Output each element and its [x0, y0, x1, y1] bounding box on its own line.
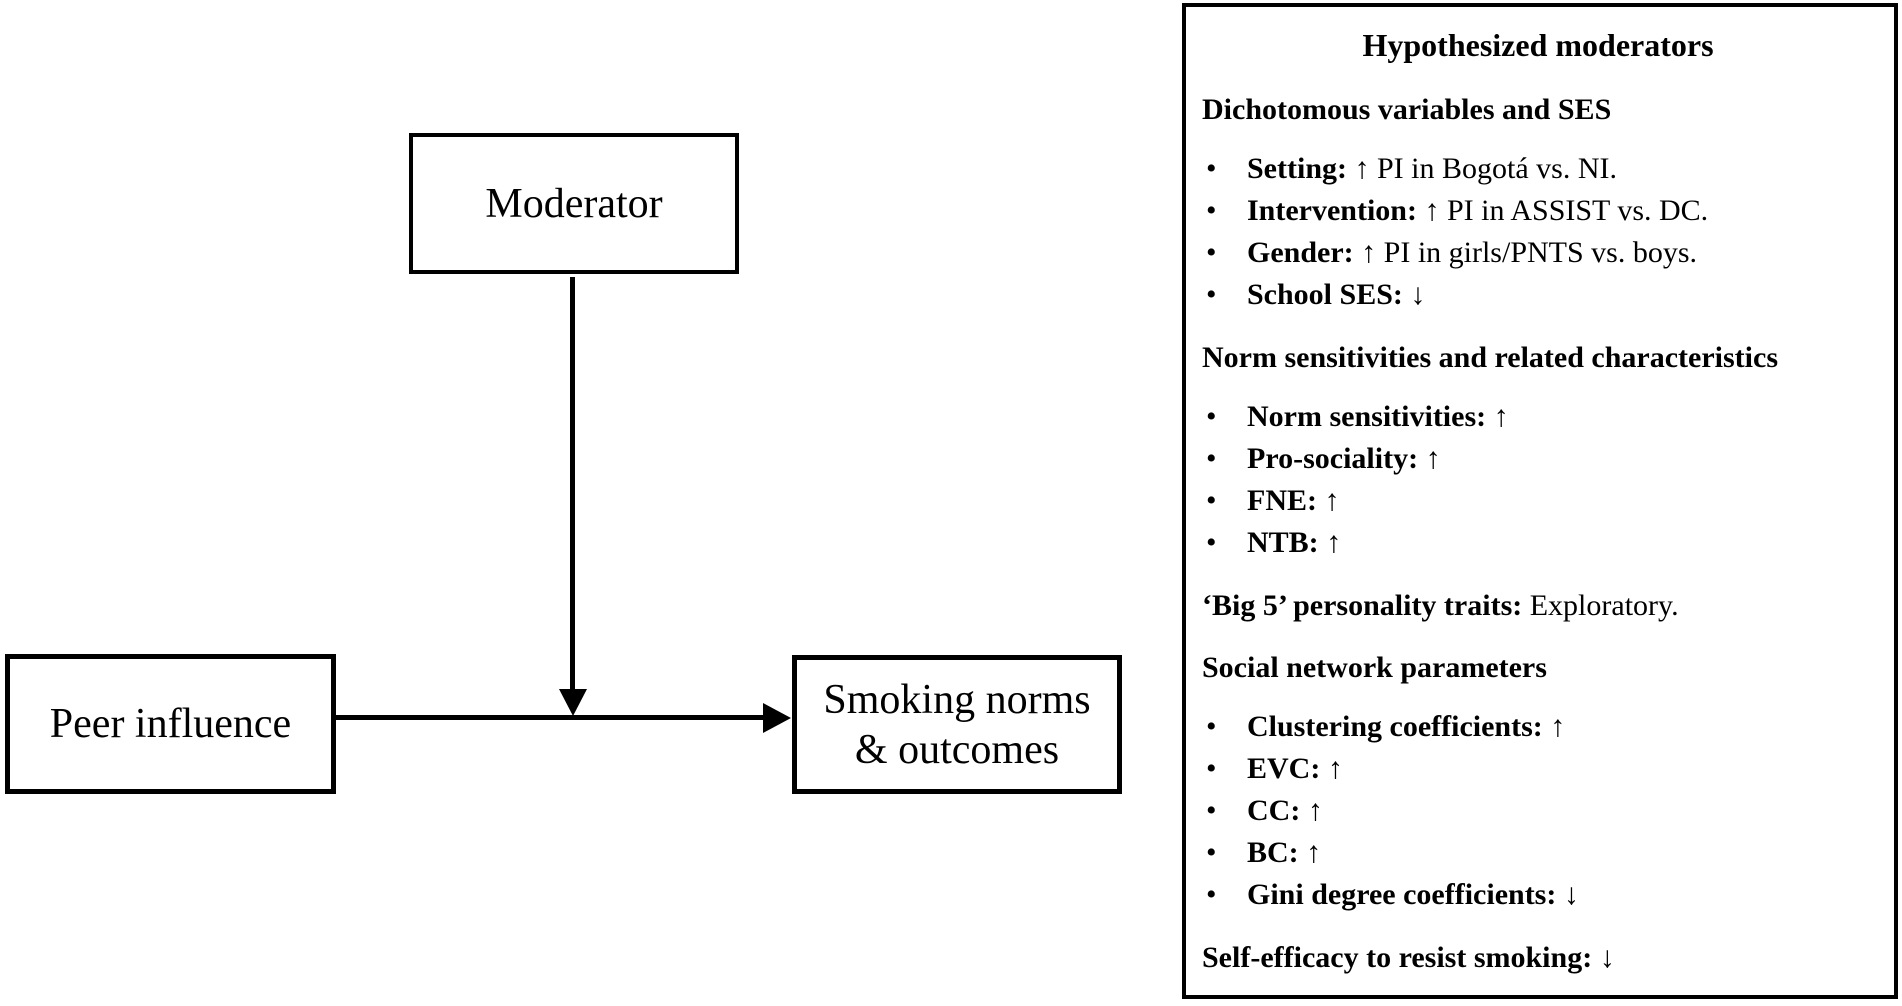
panel-title: Hypothesized moderators: [1362, 27, 1714, 63]
moderator-arrow-line: [570, 277, 575, 690]
bullet-icon: •: [1206, 752, 1217, 785]
peer-to-outcomes-arrow-line: [336, 715, 764, 720]
note-line: Self-efficacy to resist smoking: ↓: [1202, 941, 1615, 974]
outcomes-label-line2: & outcomes: [854, 726, 1060, 773]
bullet-item: • School SES: ↓: [1202, 275, 1874, 315]
bullet-label: FNE:: [1247, 484, 1317, 517]
bullet-item: • Gender: ↑ PI in girls/PNTS vs. boys.: [1202, 233, 1874, 273]
bullet-text: CC: ↑: [1247, 794, 1323, 827]
bullet-text: Norm sensitivities: ↑: [1247, 400, 1509, 433]
bullet-icon: •: [1206, 526, 1217, 559]
bullet-item: • Gini degree coefficients: ↓: [1202, 875, 1874, 915]
bullet-text: NTB: ↑: [1247, 526, 1342, 559]
bullet-icon: •: [1206, 278, 1217, 311]
bullet-item: • BC: ↑: [1202, 833, 1874, 873]
outcomes-label-line1: Smoking norms: [823, 676, 1091, 723]
bullet-label: BC:: [1247, 836, 1299, 869]
bullet-item: • Intervention: ↑ PI in ASSIST vs. DC.: [1202, 191, 1874, 231]
bullet-label: Gini degree coefficients:: [1247, 878, 1557, 911]
bullet-text: Pro-sociality: ↑: [1247, 442, 1441, 475]
bullet-item: • FNE: ↑: [1202, 481, 1874, 521]
bullet-label: Intervention:: [1247, 194, 1417, 227]
bullet-icon: •: [1206, 836, 1217, 869]
section-heading: Social network parameters: [1202, 651, 1547, 684]
section-heading: Dichotomous variables and SES: [1202, 93, 1612, 126]
bullet-item: • NTB: ↑: [1202, 523, 1874, 563]
peer-influence-label: Peer influence: [49, 701, 292, 747]
bullet-item: • CC: ↑: [1202, 791, 1874, 831]
arrowhead-right-icon: [763, 703, 791, 733]
bullet-text: Gini degree coefficients: ↓: [1247, 878, 1579, 911]
bullet-label: CC:: [1247, 794, 1301, 827]
bullet-label: Gender:: [1247, 236, 1354, 269]
note-label: Self-efficacy to resist smoking:: [1202, 941, 1593, 974]
bullet-item: • Norm sensitivities: ↑: [1202, 397, 1874, 437]
bullet-label: Norm sensitivities:: [1247, 400, 1487, 433]
bullet-label: Setting:: [1247, 152, 1347, 185]
bullet-label: NTB:: [1247, 526, 1319, 559]
note-label: ‘Big 5’ personality traits:: [1202, 589, 1523, 622]
bullet-text: School SES: ↓: [1247, 278, 1426, 311]
bullet-label: Pro-sociality:: [1247, 442, 1419, 475]
bullet-text: Gender: ↑ PI in girls/PNTS vs. boys.: [1247, 236, 1698, 269]
bullet-text: Clustering coefficients: ↑: [1247, 710, 1566, 743]
bullet-text: FNE: ↑: [1247, 484, 1340, 517]
bullet-icon: •: [1206, 794, 1217, 827]
bullet-item: • Setting: ↑ PI in Bogotá vs. NI.: [1202, 149, 1874, 189]
bullet-item: • Clustering coefficients: ↑: [1202, 707, 1874, 747]
outcomes-box: Smoking norms & outcomes: [792, 655, 1122, 794]
bullet-icon: •: [1206, 236, 1217, 269]
bullet-label: Clustering coefficients:: [1247, 710, 1543, 743]
bullet-icon: •: [1206, 194, 1217, 227]
peer-influence-box: Peer influence: [5, 654, 336, 794]
section-heading: Norm sensitivities and related character…: [1202, 341, 1778, 374]
bullet-label: School SES:: [1247, 278, 1403, 311]
bullet-text: Setting: ↑ PI in Bogotá vs. NI.: [1247, 152, 1617, 185]
panel-body: Dichotomous variables and SES • Setting: ↑…: [1202, 91, 1874, 977]
bullet-icon: •: [1206, 710, 1217, 743]
moderator-box: Moderator: [409, 133, 739, 274]
bullet-text: EVC: ↑: [1247, 752, 1343, 785]
bullet-icon: •: [1206, 400, 1217, 433]
moderator-label: Moderator: [485, 180, 663, 227]
bullet-label: EVC:: [1247, 752, 1321, 785]
note-line: ‘Big 5’ personality traits: Exploratory.: [1202, 589, 1679, 622]
bullet-icon: •: [1206, 878, 1217, 911]
bullet-icon: •: [1206, 152, 1217, 185]
bullet-item: • Pro-sociality: ↑: [1202, 439, 1874, 479]
bullet-text: Intervention: ↑ PI in ASSIST vs. DC.: [1247, 194, 1709, 227]
bullet-icon: •: [1206, 484, 1217, 517]
bullet-text: BC: ↑: [1247, 836, 1322, 869]
bullet-item: • EVC: ↑: [1202, 749, 1874, 789]
arrowhead-down-icon: [559, 689, 587, 716]
bullet-icon: •: [1206, 442, 1217, 475]
hypothesized-moderators-panel: Hypothesized moderators Dichotomous vari…: [1182, 3, 1898, 999]
